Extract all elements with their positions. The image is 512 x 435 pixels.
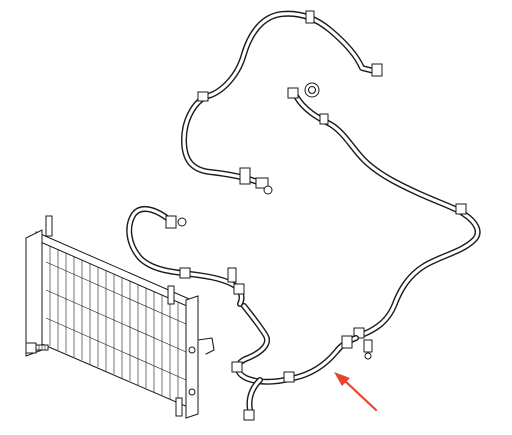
- hose-end-fitting: [165, 215, 177, 229]
- hose-crimp-fitting: [305, 10, 315, 24]
- condenser-right-tank: [185, 295, 199, 419]
- pipe-clip: [319, 113, 329, 125]
- condenser: [25, 215, 215, 419]
- hose-end-fitting: [255, 177, 269, 189]
- bolt-icon: [25, 342, 49, 354]
- hose-end-fitting: [233, 283, 245, 295]
- condenser-bracket-top-left: [45, 215, 53, 237]
- pipe-end-fitting: [231, 361, 243, 373]
- o-ring-icon: [304, 82, 320, 98]
- pipe-joint: [341, 335, 353, 349]
- suction-hose-upper: [181, 10, 383, 195]
- condenser-fins: [45, 246, 187, 402]
- hose-crimp-fitting: [227, 267, 237, 283]
- arrow-icon: [334, 372, 378, 412]
- condenser-port-upper: [188, 346, 196, 354]
- discharge-hose-middle: [126, 205, 245, 307]
- pipe-end-fitting: [287, 87, 299, 99]
- fitting-nut: [263, 185, 273, 195]
- condenser-left-tank: [25, 229, 43, 357]
- fitting-nut: [177, 217, 187, 227]
- condenser-core: [41, 237, 191, 409]
- liquid-pipe-lower: [231, 303, 359, 421]
- condenser-bracket-top-right: [167, 285, 175, 305]
- hose-crimp-fitting: [239, 167, 251, 185]
- high-pressure-pipe-long: [287, 87, 481, 339]
- condenser-port-lower: [188, 388, 196, 396]
- hose-end-fitting: [371, 63, 383, 77]
- pipe-clip: [455, 203, 467, 215]
- loose-fittings: [363, 339, 373, 360]
- pipe-clip: [283, 371, 295, 383]
- hose-crimp-fitting: [179, 267, 191, 279]
- pipe-end-fitting: [243, 409, 255, 421]
- condenser-bracket-bottom: [175, 397, 183, 417]
- hose-clamp: [197, 91, 209, 102]
- condenser-side-bracket: [197, 337, 215, 355]
